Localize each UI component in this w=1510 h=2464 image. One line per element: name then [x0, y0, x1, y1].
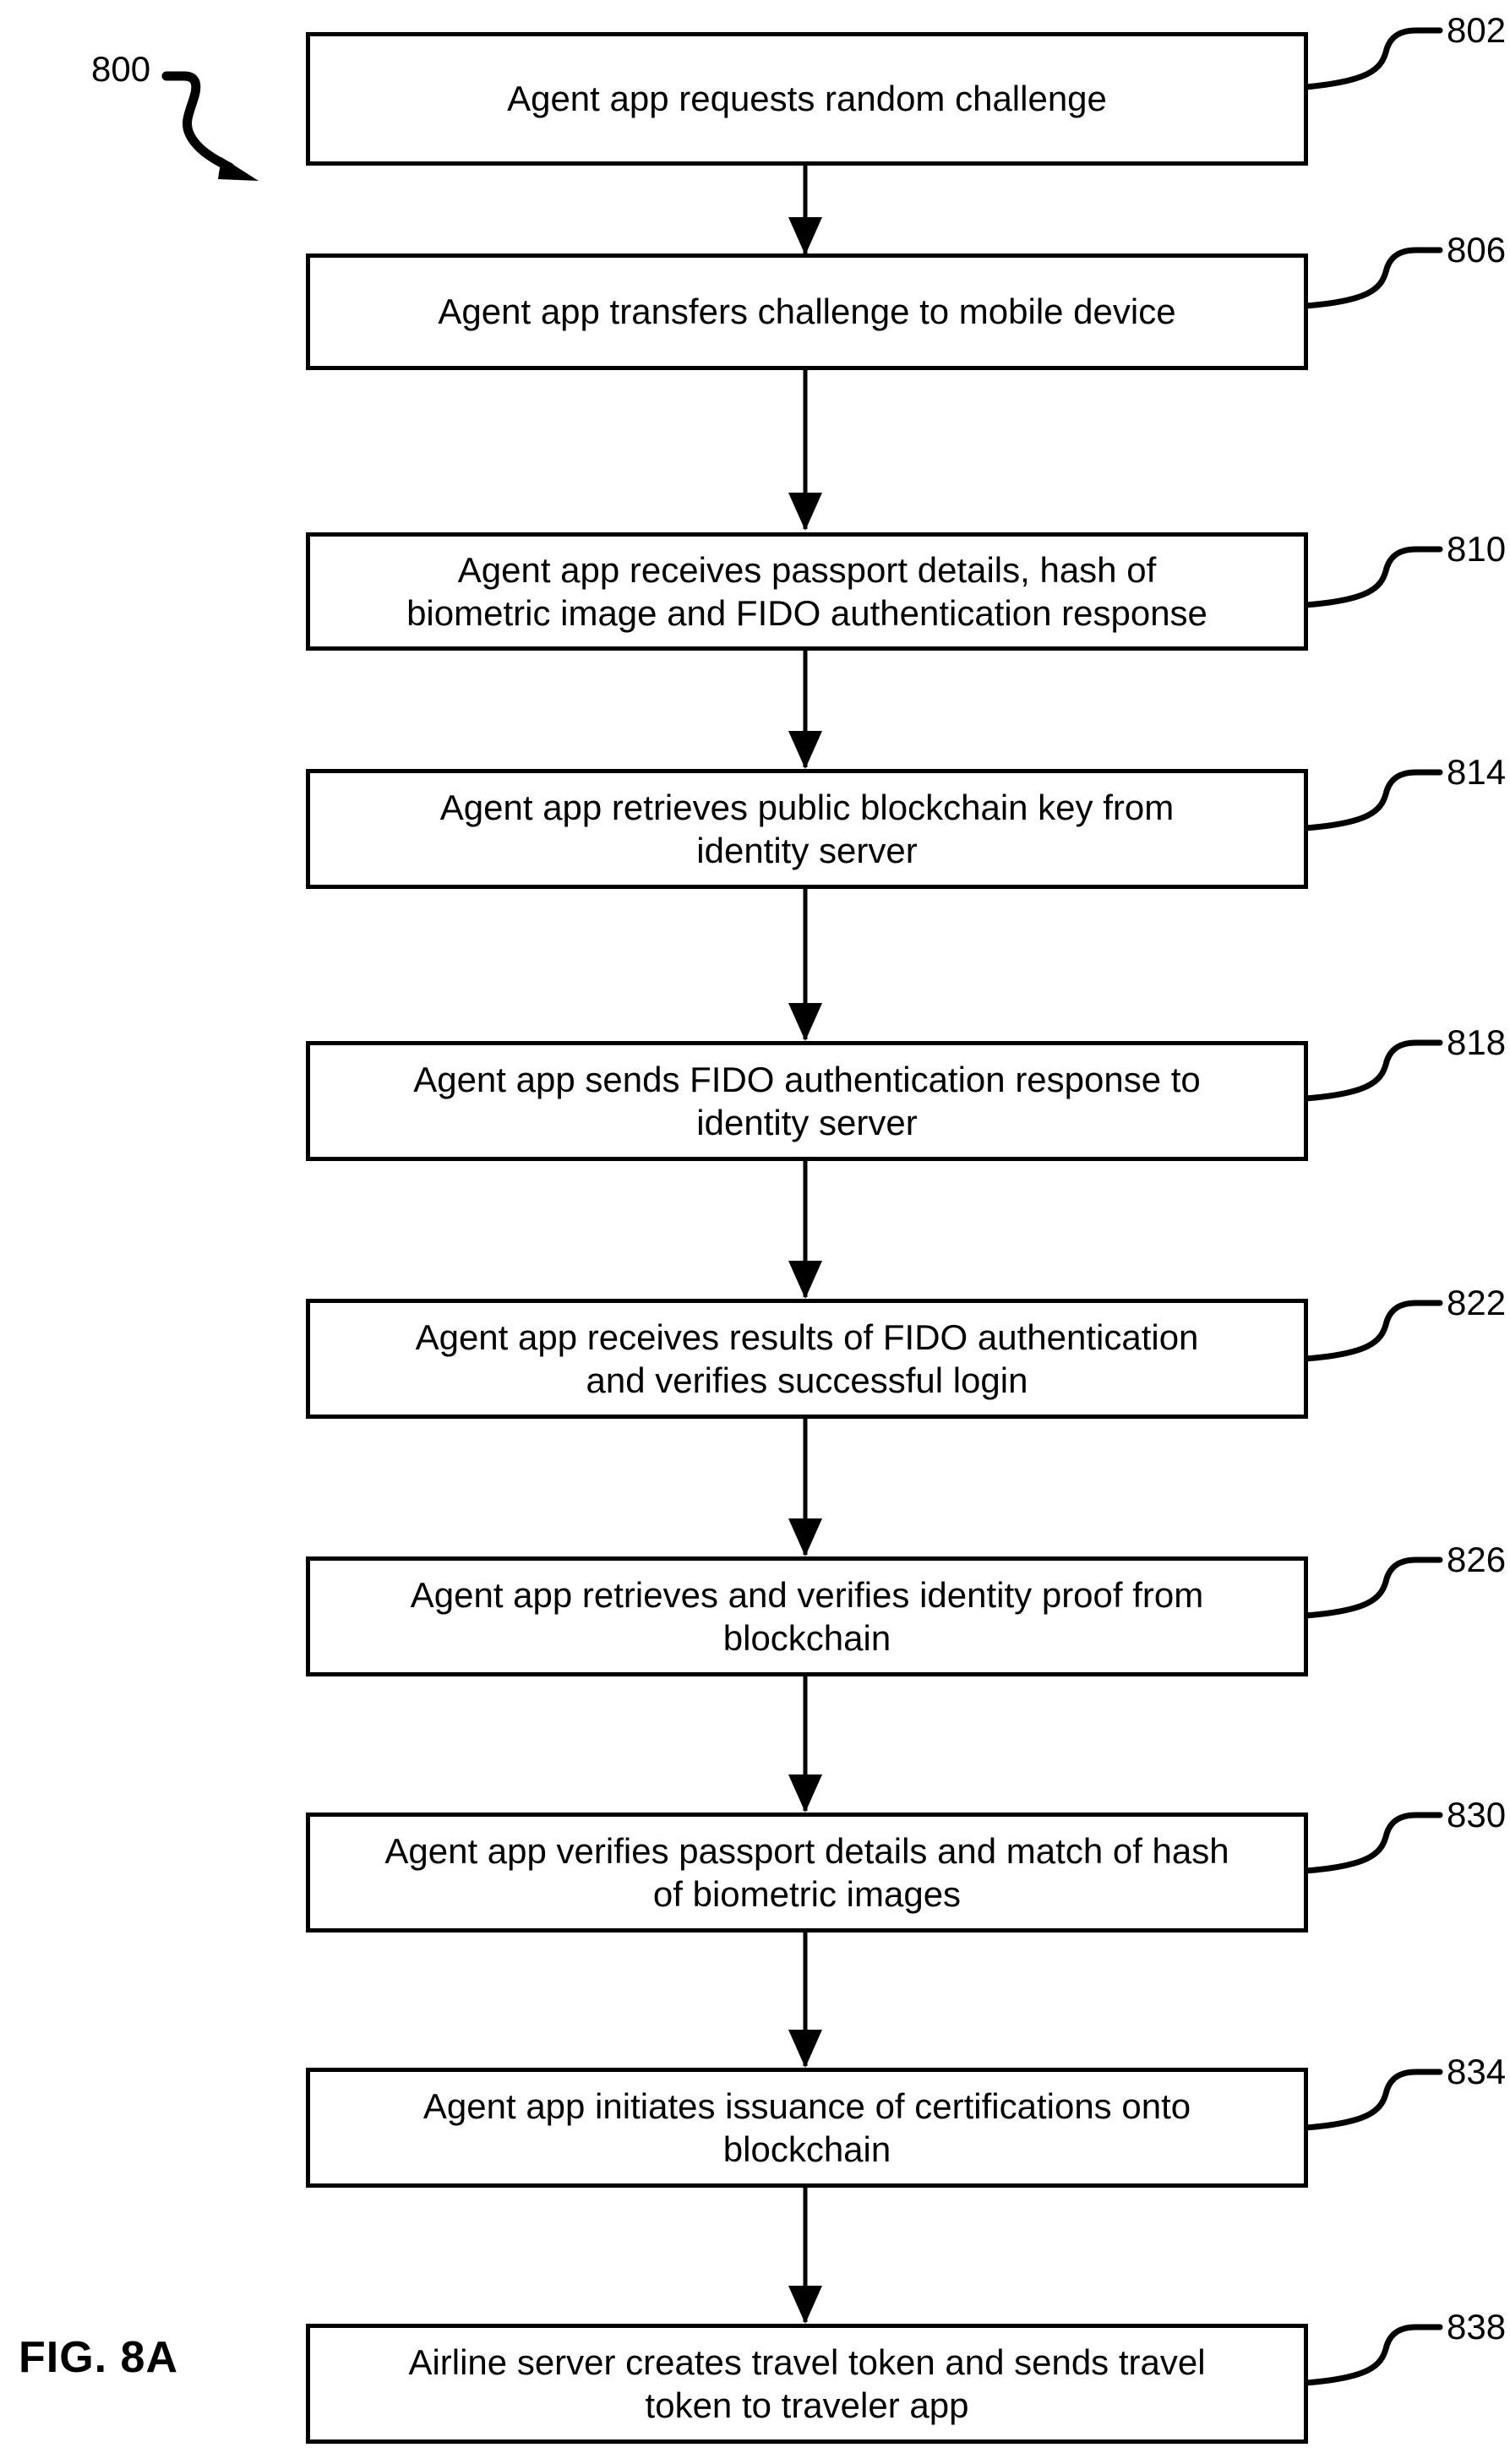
- flow-step-834-label: Agent app initiates issuance of certific…: [422, 2085, 1191, 2169]
- flow-step-802-label: Agent app requests random challenge: [507, 79, 1107, 119]
- leader-838: [1302, 2324, 1443, 2386]
- reference-number-802: 802: [1447, 10, 1507, 50]
- leader-826: [1302, 1556, 1443, 1619]
- leader-814: [1302, 769, 1443, 831]
- flow-step-814-label: Agent app retrieves public blockchain ke…: [439, 787, 1175, 870]
- flow-step-818[interactable]: Agent app sends FIDO authentication resp…: [306, 1041, 1308, 1161]
- flow-step-834[interactable]: Agent app initiates issuance of certific…: [306, 2068, 1308, 2188]
- flow-step-802[interactable]: Agent app requests random challenge: [306, 32, 1308, 166]
- reference-number-822: 822: [1447, 1283, 1507, 1322]
- flow-step-818-label: Agent app sends FIDO authentication resp…: [413, 1059, 1201, 1142]
- flow-step-810-label: Agent app receives passport details, has…: [406, 549, 1207, 633]
- flow-step-822-label: Agent app receives results of FIDO authe…: [415, 1316, 1199, 1400]
- leader-834: [1302, 2069, 1443, 2131]
- figure-caption: FIG. 8A: [19, 2333, 179, 2382]
- flow-step-810[interactable]: Agent app receives passport details, has…: [306, 532, 1308, 651]
- leader-818: [1302, 1039, 1443, 1102]
- reference-number-806: 806: [1447, 230, 1507, 270]
- reference-number-830: 830: [1447, 1795, 1507, 1834]
- leader-806: [1302, 247, 1443, 309]
- reference-number-838: 838: [1447, 2307, 1507, 2347]
- flow-step-806-label: Agent app transfers challenge to mobile …: [438, 292, 1176, 332]
- reference-number-810: 810: [1447, 529, 1507, 569]
- reference-number-826: 826: [1447, 1540, 1507, 1579]
- leader-822: [1302, 1300, 1443, 1362]
- flow-step-838-label: Airline server creates travel token and …: [408, 2341, 1206, 2425]
- leader-810: [1302, 546, 1443, 608]
- reference-leader-group: [1302, 27, 1443, 2386]
- flow-step-830-label: Agent app verifies passport details and …: [384, 1830, 1229, 1914]
- reference-number-818: 818: [1447, 1022, 1507, 1062]
- reference-number-834: 834: [1447, 2052, 1507, 2091]
- figure-reference-leader: [161, 71, 259, 181]
- flow-step-830[interactable]: Agent app verifies passport details and …: [306, 1813, 1308, 1932]
- flow-step-822[interactable]: Agent app receives results of FIDO authe…: [306, 1299, 1308, 1419]
- flow-step-806[interactable]: Agent app transfers challenge to mobile …: [306, 253, 1308, 370]
- flow-step-814[interactable]: Agent app retrieves public blockchain ke…: [306, 769, 1308, 889]
- reference-number-814: 814: [1447, 752, 1507, 792]
- flow-step-838[interactable]: Airline server creates travel token and …: [306, 2324, 1308, 2444]
- flow-step-826-label: Agent app retrieves and verifies identit…: [410, 1574, 1204, 1658]
- leader-830: [1302, 1812, 1443, 1874]
- flow-step-826[interactable]: Agent app retrieves and verifies identit…: [306, 1556, 1308, 1676]
- leader-802: [1302, 27, 1443, 90]
- figure-reference-number: 800: [91, 49, 151, 89]
